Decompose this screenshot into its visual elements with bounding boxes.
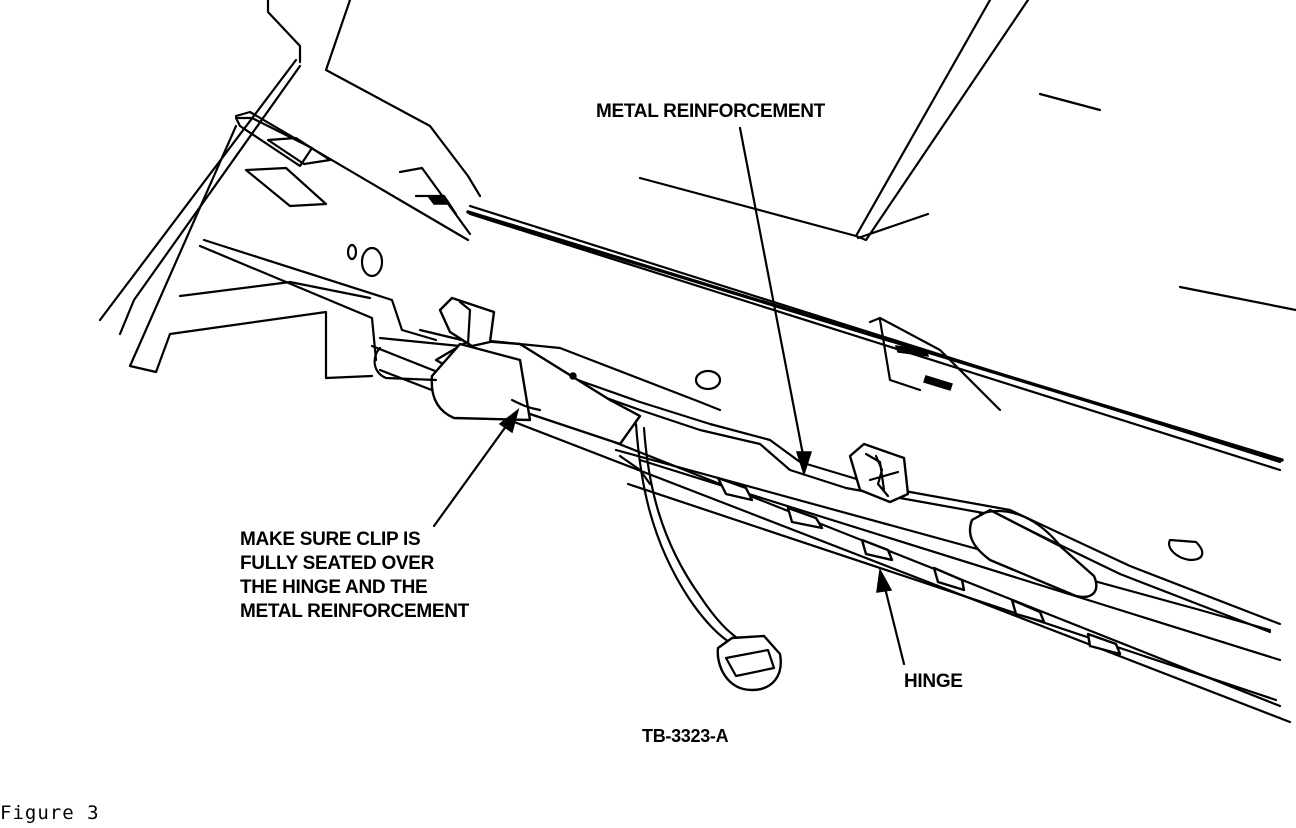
- metal-reinforcement-label: METAL REINFORCEMENT: [596, 101, 825, 122]
- left-frame: [98, 58, 470, 380]
- hinge-assembly: [370, 344, 1292, 724]
- upper-panel: [266, 0, 1296, 472]
- clip-instruction-line-3: THE HINGE AND THE: [240, 577, 428, 598]
- clip-instruction-line-1: MAKE SURE CLIP IS: [240, 529, 421, 550]
- clip-instruction-line-2: FULLY SEATED OVER: [240, 553, 435, 574]
- clip-instruction-line-4: METAL REINFORCEMENT: [240, 601, 469, 622]
- mounting-brackets: [234, 116, 1002, 412]
- cable-connector: [634, 422, 782, 692]
- clip-instruction-label: MAKE SURE CLIP IS FULLY SEATED OVER THE …: [240, 528, 469, 624]
- hinge-label: HINGE: [904, 671, 963, 692]
- bumper: [968, 508, 1204, 599]
- leader-arrows: [432, 126, 906, 666]
- drawing-code: TB-3323-A: [642, 726, 729, 746]
- figure-caption: Figure 3: [0, 802, 100, 824]
- clip-sleeve: [373, 296, 722, 446]
- second-clip: [848, 442, 910, 504]
